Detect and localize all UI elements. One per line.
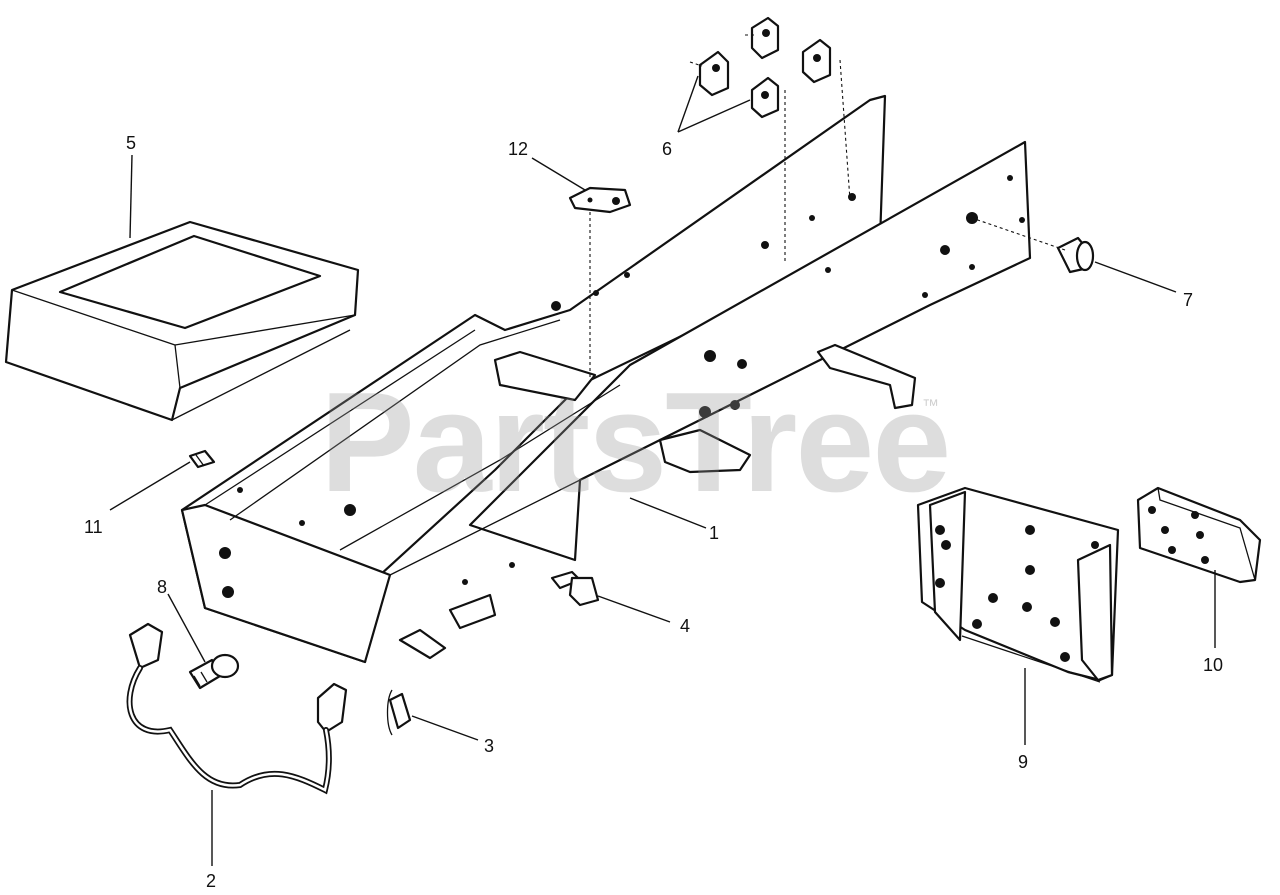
leader-lines: [109, 34, 1216, 866]
part-6-clips: [698, 16, 832, 119]
watermark-text: PartsTree: [320, 363, 951, 522]
part-5-seat-pan: [4, 220, 360, 422]
callout-12: 12: [508, 139, 529, 159]
part-9-plate: [916, 486, 1120, 683]
part-1-main-frame: [180, 94, 1032, 664]
part-11-small-clip: [188, 449, 216, 469]
part-8-screw: [188, 653, 240, 690]
callout-11: 11: [84, 517, 103, 537]
callout-3: 3: [484, 736, 495, 756]
part-2-cable: [126, 622, 348, 795]
callout-5: 5: [126, 133, 137, 153]
part-4-bolt: [550, 570, 600, 607]
callout-10: 10: [1203, 655, 1224, 675]
callout-9: 9: [1018, 752, 1029, 772]
callout-1: 1: [709, 523, 720, 543]
part-7-bushing: [1056, 236, 1095, 274]
callout-4: 4: [680, 616, 691, 636]
part-10-mount-block: [1136, 486, 1262, 584]
part-3-spring-clip: [386, 689, 412, 736]
callout-7: 7: [1183, 290, 1194, 310]
callout-6: 6: [662, 139, 673, 159]
watermark-trademark: ™: [922, 396, 939, 415]
callout-8: 8: [157, 577, 168, 597]
part-12-bracket: [568, 186, 632, 214]
callout-2: 2: [206, 871, 217, 891]
